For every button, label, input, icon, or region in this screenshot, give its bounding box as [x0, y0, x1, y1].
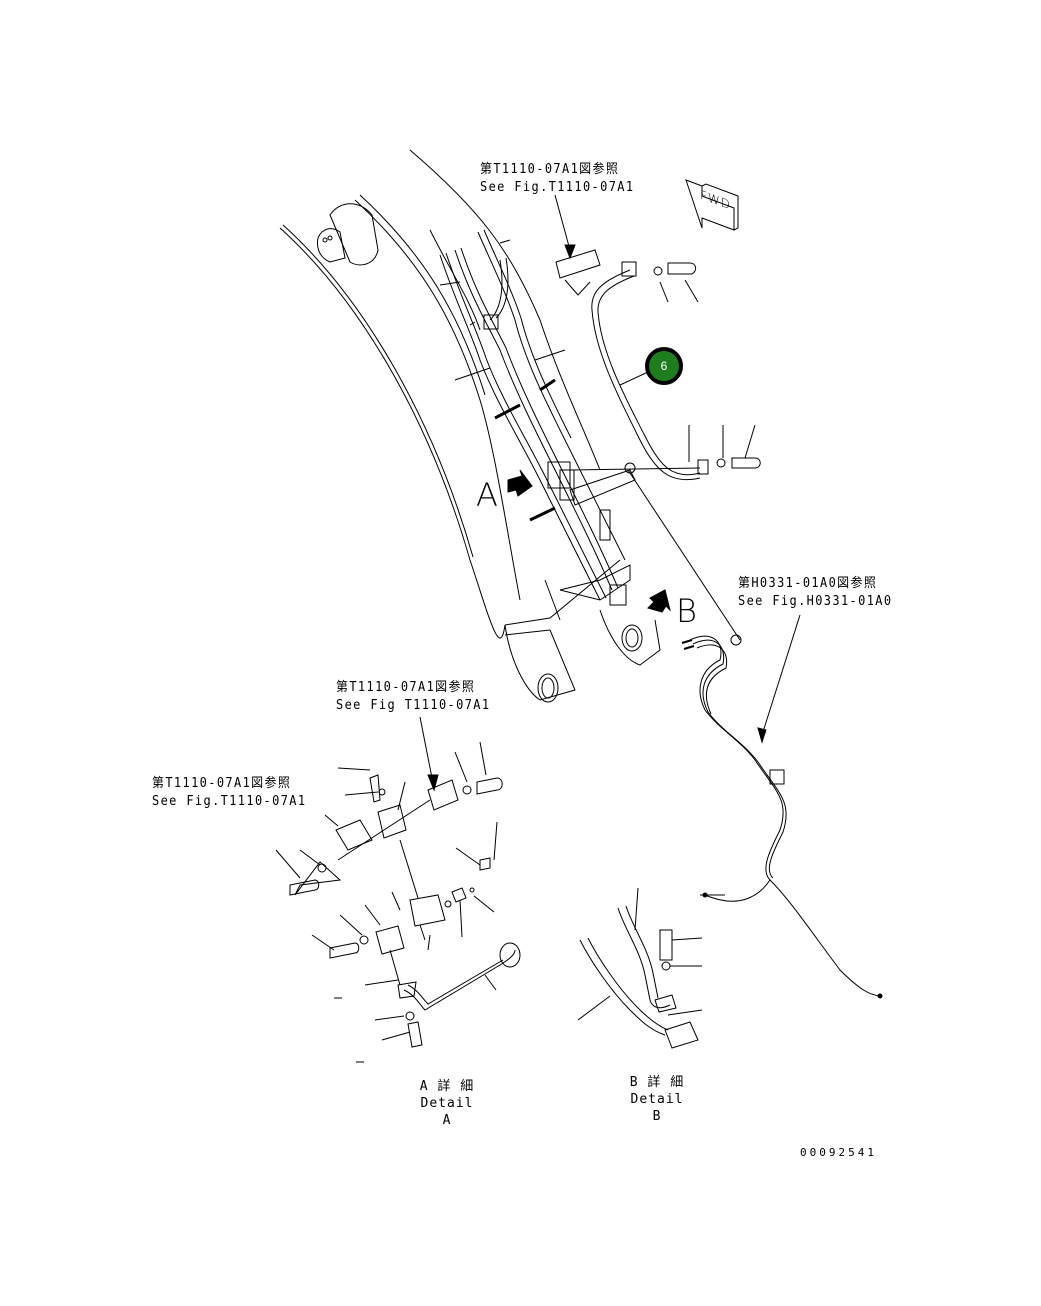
detail-a-caption: A 詳 細 Detail A [412, 1078, 482, 1129]
ref-detail-a-left-jp: 第T1110-07A1図参照 [152, 776, 292, 791]
ref-top-jp: 第T1110-07A1図参照 [480, 162, 620, 177]
pipe-bundle [439, 229, 626, 601]
detail-b-en: Detail B [630, 1092, 684, 1124]
view-arrow-b-icon [647, 589, 671, 613]
ref-detail-a-top-en[interactable]: See Fig T1110-07A1 [336, 698, 491, 713]
view-marker-a: A [476, 476, 498, 514]
hydraulic-pipe [591, 261, 761, 481]
detail-a-en: Detail A [420, 1096, 474, 1128]
ref-right-en[interactable]: See Fig.H0331-01A0 [738, 594, 893, 609]
detail-a-drawing [275, 716, 521, 1063]
ref-top-en[interactable]: See Fig.T1110-07A1 [480, 180, 635, 195]
cylinder-mount [317, 203, 379, 266]
detail-a-jp: A 詳 細 [419, 1079, 475, 1094]
detail-b-drawing [577, 887, 725, 1049]
ref-right-jp: 第H0331-01A0図参照 [738, 576, 878, 591]
detail-b-caption: B 詳 細 Detail B [622, 1074, 692, 1125]
boom-outline [279, 149, 661, 703]
ref-detail-a-top-jp: 第T1110-07A1図参照 [336, 680, 476, 695]
view-marker-b: B [676, 592, 697, 630]
valve-assembly [547, 461, 741, 641]
detail-b-jp: B 詳 細 [629, 1075, 685, 1090]
callout-6[interactable]: 6 [645, 347, 683, 385]
top-bracket [554, 194, 601, 296]
view-arrow-a-icon [507, 469, 533, 497]
fwd-arrow-icon [685, 179, 739, 231]
document-number: 00092541 [800, 1146, 877, 1159]
wiring-harness [681, 614, 883, 999]
ref-detail-a-left-en[interactable]: See Fig.T1110-07A1 [152, 794, 307, 809]
